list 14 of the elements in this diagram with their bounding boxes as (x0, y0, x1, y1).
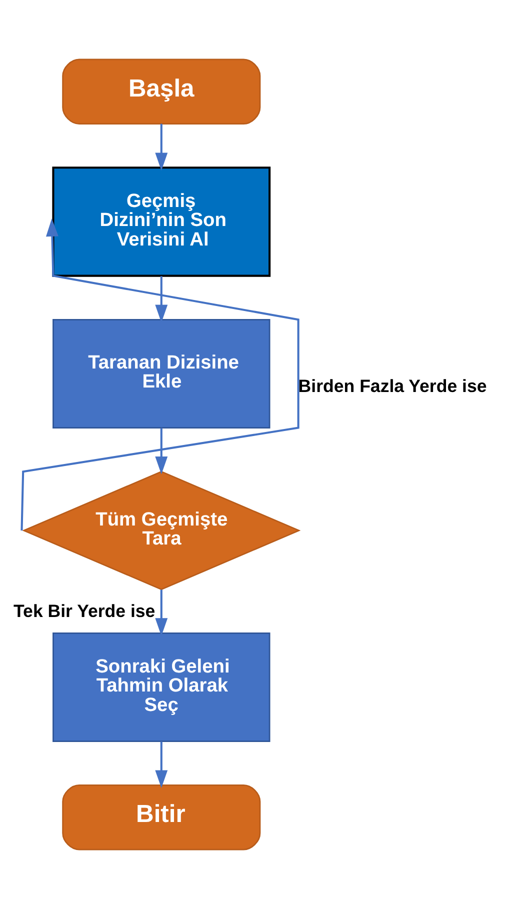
edge-label: Birden Fazla Yerde ise (298, 376, 487, 396)
arrow (155, 590, 168, 636)
node-box: Bitir (62, 784, 261, 850)
arrow (20, 218, 300, 531)
node-box: Geçmiş Dizini’nin Son Verisini Al (52, 166, 271, 277)
node-diamond: Tüm Geçmişte Tara (22, 470, 301, 590)
arrow (155, 276, 168, 323)
edge-label: Tek Bir Yerde ise (14, 601, 156, 622)
node-box: Başla (62, 58, 261, 125)
arrow (155, 428, 168, 474)
arrow (155, 124, 168, 171)
node-box: Taranan Dizisine Ekle (52, 318, 270, 428)
arrow (155, 742, 168, 788)
node-box: Sonraki Geleni Tahmin Olarak Seç (52, 632, 270, 742)
